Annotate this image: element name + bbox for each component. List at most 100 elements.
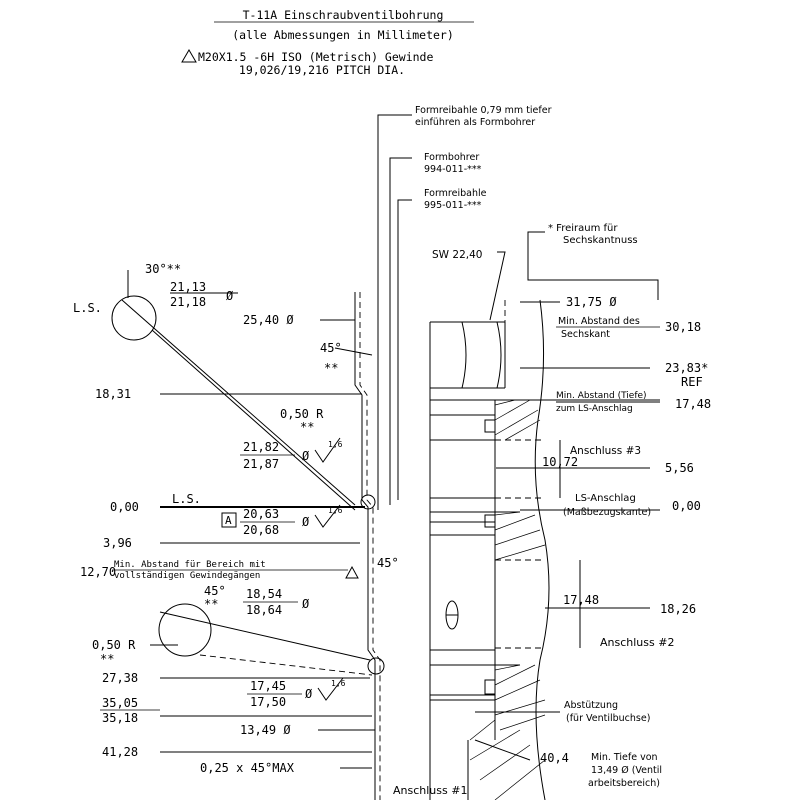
min-tiefe-3: arbeitsbereich) (588, 778, 660, 789)
dia-17-45: 17,45 (250, 679, 286, 693)
dia-symbol-1: Ø (226, 289, 234, 303)
radius-0-50-a: 0,50 R (280, 407, 324, 421)
val-0-00-right: 0,00 (672, 499, 701, 513)
finish-1-6-b: 1,6 (328, 506, 343, 515)
masbezug: (Maßbezugskante) (563, 507, 651, 518)
freiraum-note-1: * Freiraum für (548, 223, 618, 234)
ref-label: REF (681, 375, 703, 389)
min-abstand-hex-2: Sechskant (561, 329, 610, 340)
drawing-title: T-11A Einschraubventilbohrung (243, 8, 444, 22)
datum-triangle-icon (181, 49, 197, 63)
abstuetzung-2: (für Ventilbuchse) (566, 713, 650, 724)
dia-symbol-2: Ø (302, 449, 310, 463)
dia-20-63: 20,63 (243, 507, 279, 521)
val-35-18: 35,18 (102, 711, 138, 725)
val-40-4: 40,4 (540, 751, 569, 765)
dia-18-54: 18,54 (246, 587, 282, 601)
val-23-83: 23,83* (665, 361, 708, 375)
anschluss-1: Anschluss #1 (393, 784, 467, 797)
star2-c: ** (204, 597, 218, 611)
formbohrer-part: 994-011-*** (424, 164, 482, 175)
dia-13-49: 13,49 Ø (240, 723, 291, 737)
ls-label-mid: L.S. (172, 492, 201, 506)
finish-1-6-c: 1,6 (331, 679, 346, 688)
val-35-05: 35,05 (102, 696, 138, 710)
formreibahle-note-2: einführen als Formbohrer (415, 117, 535, 128)
angle-45-low: 45° (204, 584, 226, 598)
star2-d: ** (100, 652, 114, 666)
val-17-48-mid: 17,48 (563, 593, 599, 607)
dia-symbol-4: Ø (302, 597, 310, 611)
sw-label: SW 22,40 (432, 249, 482, 261)
dia-symbol-5: Ø (305, 687, 313, 701)
formbohrer-label: Formbohrer (424, 152, 479, 163)
val-0-00-left: 0,00 (110, 500, 139, 514)
star2-b: ** (300, 420, 314, 434)
surface-finish-icon-3 (317, 677, 344, 701)
freiraum-note-2: Sechskantnuss (563, 235, 638, 246)
val-18-31: 18,31 (95, 387, 131, 401)
ls-tiefe-1: Min. Abstand (Tiefe) (556, 391, 647, 401)
val-17-48-top: 17,48 (675, 397, 711, 411)
ls-anschlag: LS-Anschlag (575, 493, 636, 504)
lower-gauge (150, 603, 373, 676)
dia-21-87: 21,87 (243, 457, 279, 471)
dia-20-68: 20,68 (243, 523, 279, 537)
units-note: (alle Abmessungen in Millimeter) (232, 28, 454, 42)
tool-leaders (377, 114, 412, 510)
hex-nut (429, 300, 506, 389)
min-abstand-hex-1: Min. Abstand des (558, 316, 640, 327)
dia-21-18: 21,18 (170, 295, 206, 309)
val-41-28: 41,28 (102, 745, 138, 759)
formreibahle-part: 995-011-*** (424, 200, 482, 211)
surface-finish-icon-1 (314, 437, 341, 463)
datum-a: A (225, 514, 232, 527)
angle-45-top: 45° (320, 341, 342, 355)
val-30-18: 30,18 (665, 320, 701, 334)
surface-finish-icon-2 (314, 504, 341, 528)
val-18-26: 18,26 (660, 602, 696, 616)
radius-0-50-b: 0,50 R (92, 638, 136, 652)
body-hatching (469, 399, 546, 800)
datum-a-box (221, 512, 237, 528)
bore-profile (354, 292, 469, 800)
freiraum-leader (527, 231, 659, 300)
val-3-96: 3,96 (103, 536, 132, 550)
dia-symbol-3: Ø (302, 515, 310, 529)
thread-spec: M20X1.5 -6H ISO (Metrisch) Gewinde (198, 50, 433, 64)
anschluss-3: Anschluss #3 (570, 445, 641, 457)
anschluss-2: Anschluss #2 (600, 636, 674, 649)
pitch-diameter: 19,026/19,216 PITCH DIA. (239, 63, 405, 77)
val-5-56: 5,56 (665, 461, 694, 475)
star2-a: ** (324, 361, 338, 375)
min-tiefe-1: Min. Tiefe von (591, 752, 658, 763)
val-12-70: 12,70 (80, 565, 116, 579)
ls-tiefe-2: zum LS-Anschlag (556, 404, 633, 414)
dia-25-40: 25,40 Ø (243, 313, 294, 327)
sw-leader (489, 251, 506, 321)
finish-1-6-a: 1,6 (328, 440, 343, 449)
min-bereich-1: Min. Abstand für Bereich mit (114, 560, 266, 570)
val-27-38: 27,38 (102, 671, 138, 685)
min-bereich-2: vollständigen Gewindegängen (114, 571, 260, 581)
abstuetzung-1: Abstützung (564, 700, 618, 711)
dia-21-13: 21,13 (170, 280, 206, 294)
angle-45-mid: 45° (377, 556, 399, 570)
formreibahle-note-1: Formreibahle 0,79 mm tiefer (415, 105, 552, 116)
dia-21-82: 21,82 (243, 440, 279, 454)
dia-18-64: 18,64 (246, 603, 282, 617)
min-tiefe-2: 13,49 Ø (Ventil (591, 765, 662, 776)
dia-17-50: 17,50 (250, 695, 286, 709)
val-10-72: 10,72 (542, 455, 578, 469)
formreibahle-label: Formreibahle (424, 188, 487, 199)
left-dim-lines (160, 319, 375, 769)
chamfer-note: 0,25 x 45°MAX (200, 761, 295, 775)
dia-31-75: 31,75 Ø (566, 295, 617, 309)
datum-triangle-small-icon (345, 565, 359, 579)
right-dim-lines (474, 399, 660, 761)
upper-gauge (111, 270, 356, 511)
valve-body (429, 299, 550, 800)
angle-30: 30°** (145, 262, 181, 276)
ls-label-top: L.S. (73, 301, 102, 315)
